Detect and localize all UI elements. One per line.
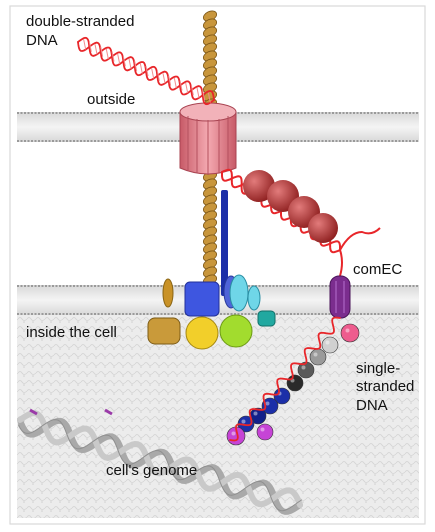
protein-complex-icon bbox=[147, 274, 276, 350]
label-inside: inside the cell bbox=[26, 324, 117, 341]
label-double-stranded: double-stranded bbox=[26, 13, 135, 30]
label-dna-1: DNA bbox=[26, 32, 58, 49]
binding-proteins bbox=[243, 170, 338, 243]
channel-pore-icon bbox=[179, 102, 237, 175]
label-single: single- bbox=[356, 360, 401, 377]
genome-helix-icon bbox=[17, 408, 303, 515]
label-stranded: stranded bbox=[356, 378, 415, 395]
ss-dna-strand bbox=[229, 316, 341, 442]
label-genome: cell's genome bbox=[106, 462, 198, 479]
label-dna-2: DNA bbox=[356, 397, 388, 414]
label-outside: outside bbox=[87, 91, 136, 108]
comEC-icon bbox=[329, 275, 351, 319]
label-comec: comEC bbox=[353, 261, 403, 278]
blue-rod bbox=[221, 190, 228, 296]
ss-dna-binding-beads bbox=[226, 323, 360, 446]
